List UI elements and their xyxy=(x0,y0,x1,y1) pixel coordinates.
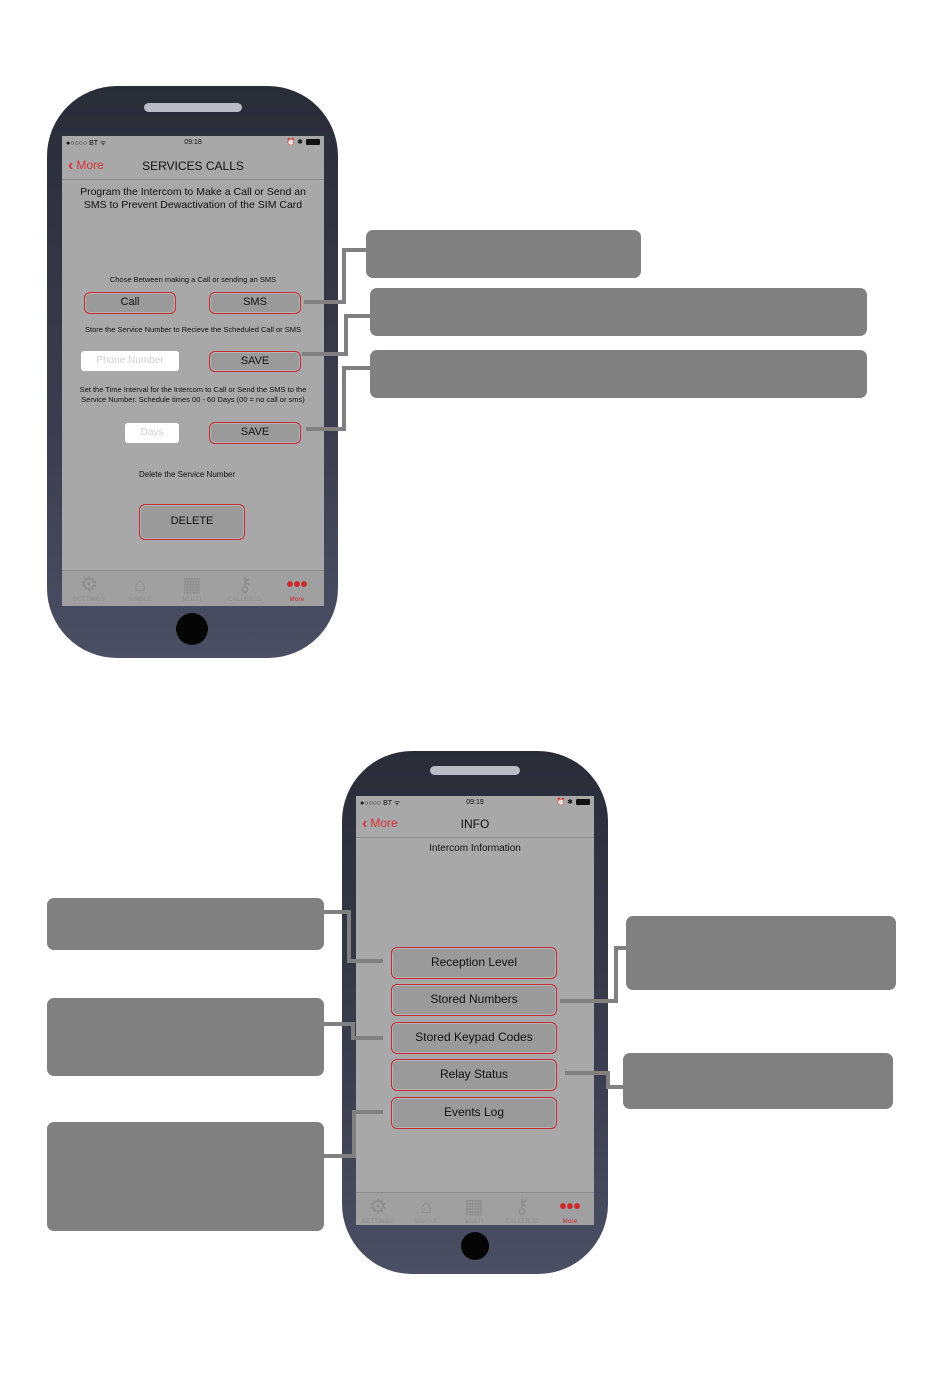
services-screen: ●○○○○ BT ᯤ 09:18 ⏰ ✱ ‹More SERVICES CALL… xyxy=(62,136,324,606)
tab-more[interactable]: •••More xyxy=(271,571,323,606)
tab-bar: ⚙SETTINGS ⌂SINGLE ▦MULTI ⚷CALLER ID •••M… xyxy=(356,1192,594,1225)
phone-number-field[interactable]: Phone Number xyxy=(81,351,179,371)
nav-bar: ‹More SERVICES CALLS xyxy=(62,152,324,180)
battery-icon xyxy=(576,799,590,806)
carrier-text: ●○○○○ BT ᯤ xyxy=(360,800,401,807)
callout-call-sms xyxy=(366,230,641,278)
relay-status-button[interactable]: Relay Status xyxy=(391,1059,557,1091)
status-icons: ⏰ ✱ xyxy=(556,798,590,806)
delete-label: Delete the Service Number xyxy=(138,470,236,479)
chevron-left-icon: ‹ xyxy=(362,815,368,832)
page-title: SERVICES CALLS xyxy=(142,159,244,173)
callout-relay-status xyxy=(623,1053,893,1109)
delete-button[interactable]: DELETE xyxy=(139,504,245,540)
tab-multi[interactable]: ▦MULTI xyxy=(166,571,218,606)
info-screen: ●○○○○ BT ᯤ 09:19 ⏰ ✱ ‹More INFO Intercom… xyxy=(356,796,594,1225)
tab-single[interactable]: ⌂SINGLE xyxy=(114,571,166,606)
save-phone-button[interactable]: SAVE xyxy=(209,351,301,372)
tab-bar: ⚙SETTINGS ⌂SINGLE ▦MULTI ⚷CALLER ID •••M… xyxy=(62,570,324,606)
events-log-button[interactable]: Events Log xyxy=(391,1097,557,1129)
back-button[interactable]: ‹More xyxy=(68,157,104,174)
callout-stored-keypad-codes xyxy=(47,998,324,1076)
tab-callerid[interactable]: ⚷CALLER ID xyxy=(219,571,271,606)
chevron-left-icon: ‹ xyxy=(68,157,74,174)
phone-speaker xyxy=(430,766,520,775)
gear-icon: ⚙ xyxy=(369,1196,387,1218)
phone-services: ●○○○○ BT ᯤ 09:18 ⏰ ✱ ‹More SERVICES CALL… xyxy=(47,86,338,658)
store-label: Store the Service Number to Recieve the … xyxy=(85,325,301,334)
status-bar: ●○○○○ BT ᯤ 09:18 ⏰ ✱ xyxy=(62,136,324,150)
tab-settings[interactable]: ⚙SETTINGS xyxy=(63,571,115,606)
key-icon: ⚷ xyxy=(514,1196,530,1218)
tab-multi[interactable]: ▦MULTI xyxy=(450,1193,498,1225)
tab-callerid[interactable]: ⚷CALLER ID xyxy=(498,1193,546,1225)
reception-level-button[interactable]: Reception Level xyxy=(391,947,557,979)
sms-button[interactable]: SMS xyxy=(209,292,301,314)
status-icons: ⏰ ✱ xyxy=(286,138,320,146)
phone-info: ●○○○○ BT ᯤ 09:19 ⏰ ✱ ‹More INFO Intercom… xyxy=(342,751,608,1274)
callout-save-phone xyxy=(370,288,867,336)
callout-reception-level xyxy=(47,898,324,950)
back-button[interactable]: ‹More xyxy=(362,815,398,832)
house-icon: ⌂ xyxy=(419,1196,433,1218)
status-time: 09:18 xyxy=(184,139,202,146)
callout-stored-numbers xyxy=(626,916,896,990)
status-time: 09:19 xyxy=(466,799,484,806)
building-icon: ▦ xyxy=(182,574,202,596)
more-dots-icon: ••• xyxy=(559,1196,581,1218)
carrier-text: ●○○○○ BT ᯤ xyxy=(66,140,107,147)
interval-label: Set the Time Interval for the Intercom t… xyxy=(79,385,307,404)
stored-numbers-button[interactable]: Stored Numbers xyxy=(391,984,557,1016)
save-days-button[interactable]: SAVE xyxy=(209,422,301,444)
more-dots-icon: ••• xyxy=(286,574,308,596)
status-bar: ●○○○○ BT ᯤ 09:19 ⏰ ✱ xyxy=(356,796,594,810)
stored-keypad-codes-button[interactable]: Stored Keypad Codes xyxy=(391,1022,557,1054)
tab-single[interactable]: ⌂SINGLE xyxy=(402,1193,450,1225)
callout-save-days xyxy=(370,350,867,398)
days-field[interactable]: Days xyxy=(125,423,179,443)
home-button[interactable] xyxy=(461,1232,489,1260)
key-icon: ⚷ xyxy=(237,574,253,596)
callout-events-log xyxy=(47,1122,324,1231)
house-icon: ⌂ xyxy=(133,574,147,596)
phone-speaker xyxy=(144,103,242,112)
nav-bar: ‹More INFO xyxy=(356,810,594,838)
home-button[interactable] xyxy=(176,613,208,645)
gear-icon: ⚙ xyxy=(80,574,98,596)
tab-more[interactable]: •••More xyxy=(546,1193,594,1225)
choose-label: Chose Between making a Call or sending a… xyxy=(109,275,277,284)
tab-settings[interactable]: ⚙SETTINGS xyxy=(356,1193,402,1225)
call-button[interactable]: Call xyxy=(84,292,176,314)
page-title: INFO xyxy=(460,817,490,831)
building-icon: ▦ xyxy=(464,1196,484,1218)
info-heading: Intercom Information xyxy=(429,843,521,854)
intro-text: Program the Intercom to Make a Call or S… xyxy=(80,186,306,211)
battery-icon xyxy=(306,139,320,146)
